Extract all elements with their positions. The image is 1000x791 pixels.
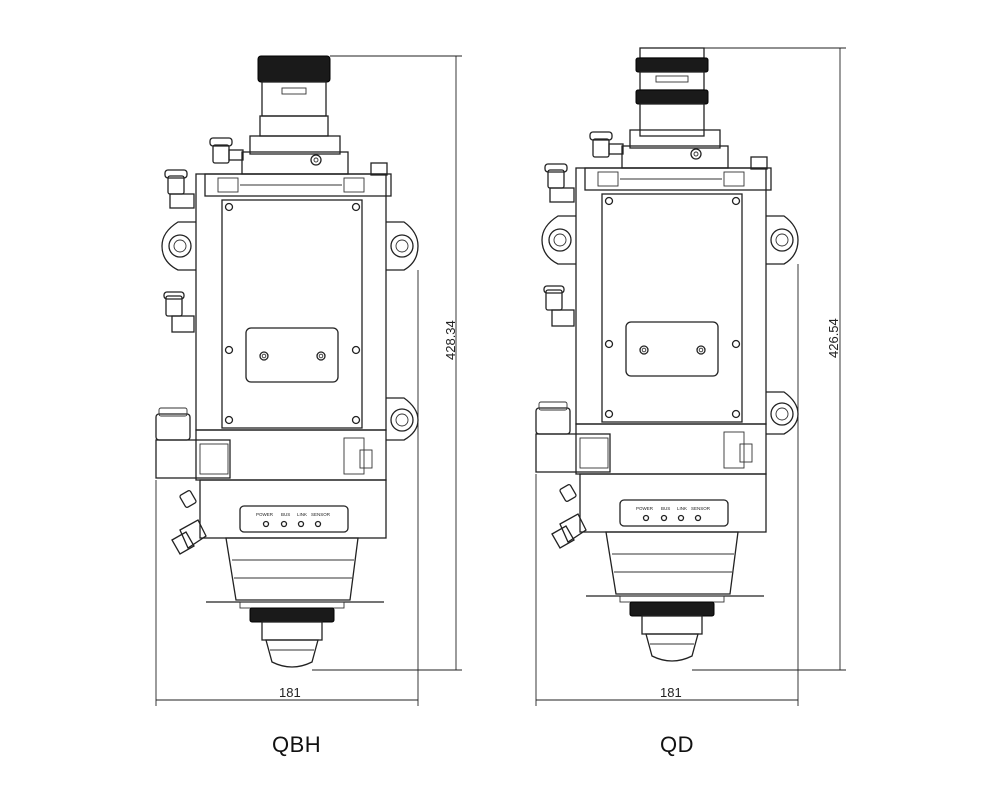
qbh-head-drawing: POWER BUS LINK SENSOR bbox=[155, 55, 419, 668]
qbh-led-bus bbox=[280, 520, 288, 528]
qd-led-sensor-label: SENSOR bbox=[691, 506, 711, 511]
qd-dimension-lines bbox=[535, 47, 846, 706]
qd-height-dimension: 426.54 bbox=[826, 318, 841, 358]
qbh-led-power-label: POWER bbox=[256, 512, 274, 517]
qbh-led-power bbox=[262, 520, 270, 528]
qbh-led-sensor bbox=[314, 520, 322, 528]
qbh-connector bbox=[257, 55, 331, 137]
qbh-led-link-label: LINK bbox=[297, 512, 307, 517]
qd-led-bus bbox=[660, 514, 668, 522]
qd-led-panel: POWER BUS LINK SENSOR bbox=[636, 506, 711, 522]
qd-led-link bbox=[677, 514, 685, 522]
qd-led-bus-label: BUS bbox=[661, 506, 670, 511]
qd-led-power-label: POWER bbox=[636, 506, 654, 511]
qd-body bbox=[535, 129, 799, 662]
qd-caption: QD bbox=[660, 732, 694, 757]
qbh-led-panel: POWER BUS LINK SENSOR bbox=[256, 512, 331, 528]
qd-led-link-label: LINK bbox=[677, 506, 687, 511]
qbh-dimension-lines bbox=[155, 55, 462, 706]
qd-head-drawing: POWER BUS LINK SENSOR bbox=[535, 47, 799, 662]
qbh-body bbox=[155, 135, 419, 668]
qbh-led-sensor-label: SENSOR bbox=[311, 512, 331, 517]
qbh-width-dimension: 181 bbox=[279, 685, 301, 700]
qbh-caption: QBH bbox=[272, 732, 322, 757]
qd-width-dimension: 181 bbox=[660, 685, 682, 700]
qbh-led-link bbox=[297, 520, 305, 528]
qd-connector bbox=[635, 47, 709, 137]
qbh-height-dimension: 428.34 bbox=[443, 320, 458, 360]
qd-led-power bbox=[642, 514, 650, 522]
qd-led-sensor bbox=[694, 514, 702, 522]
qbh-led-bus-label: BUS bbox=[281, 512, 290, 517]
